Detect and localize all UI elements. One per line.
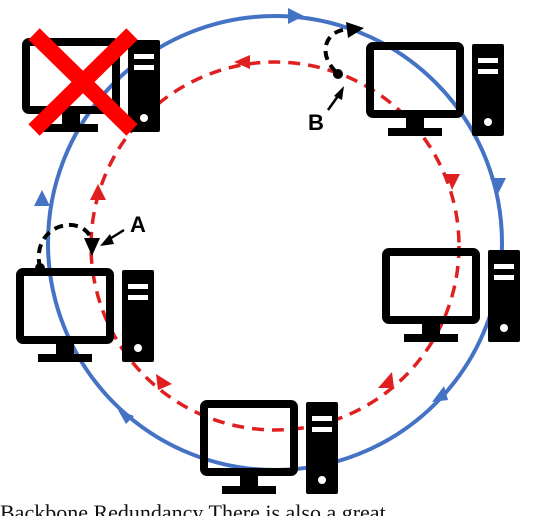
caption-text: Backbone Redundancy There is also a grea… (0, 494, 552, 516)
arrow-icon (34, 190, 50, 206)
label-b: B (308, 110, 324, 135)
arrow-icon (288, 8, 304, 24)
arrow-icon (432, 386, 448, 402)
arrow-icon (378, 372, 394, 388)
arrow-icon (490, 178, 506, 194)
label-a: A (130, 212, 146, 237)
bypass-link-a (35, 223, 100, 273)
inner-ring-arrows (90, 55, 460, 390)
computer-icon (20, 270, 154, 362)
arrow-icon (234, 55, 250, 69)
computer-icon (370, 44, 504, 136)
caption-fragment: Backbone Redundancy There is also a grea… (0, 500, 386, 516)
arrow-icon (118, 410, 134, 424)
computer-bottom (204, 402, 338, 494)
outer-ring-arrows (34, 8, 506, 424)
computer-icon (204, 402, 338, 494)
inner-ring (89, 60, 461, 432)
label-pointers (100, 86, 344, 246)
computer-left (20, 270, 154, 362)
failed-cross-icon (28, 28, 138, 136)
arrow-icon (156, 374, 172, 390)
bypass-link-b (323, 22, 364, 79)
arrow-icon (446, 174, 460, 190)
arrow-icon (90, 184, 106, 200)
computer-top-right (370, 44, 504, 136)
